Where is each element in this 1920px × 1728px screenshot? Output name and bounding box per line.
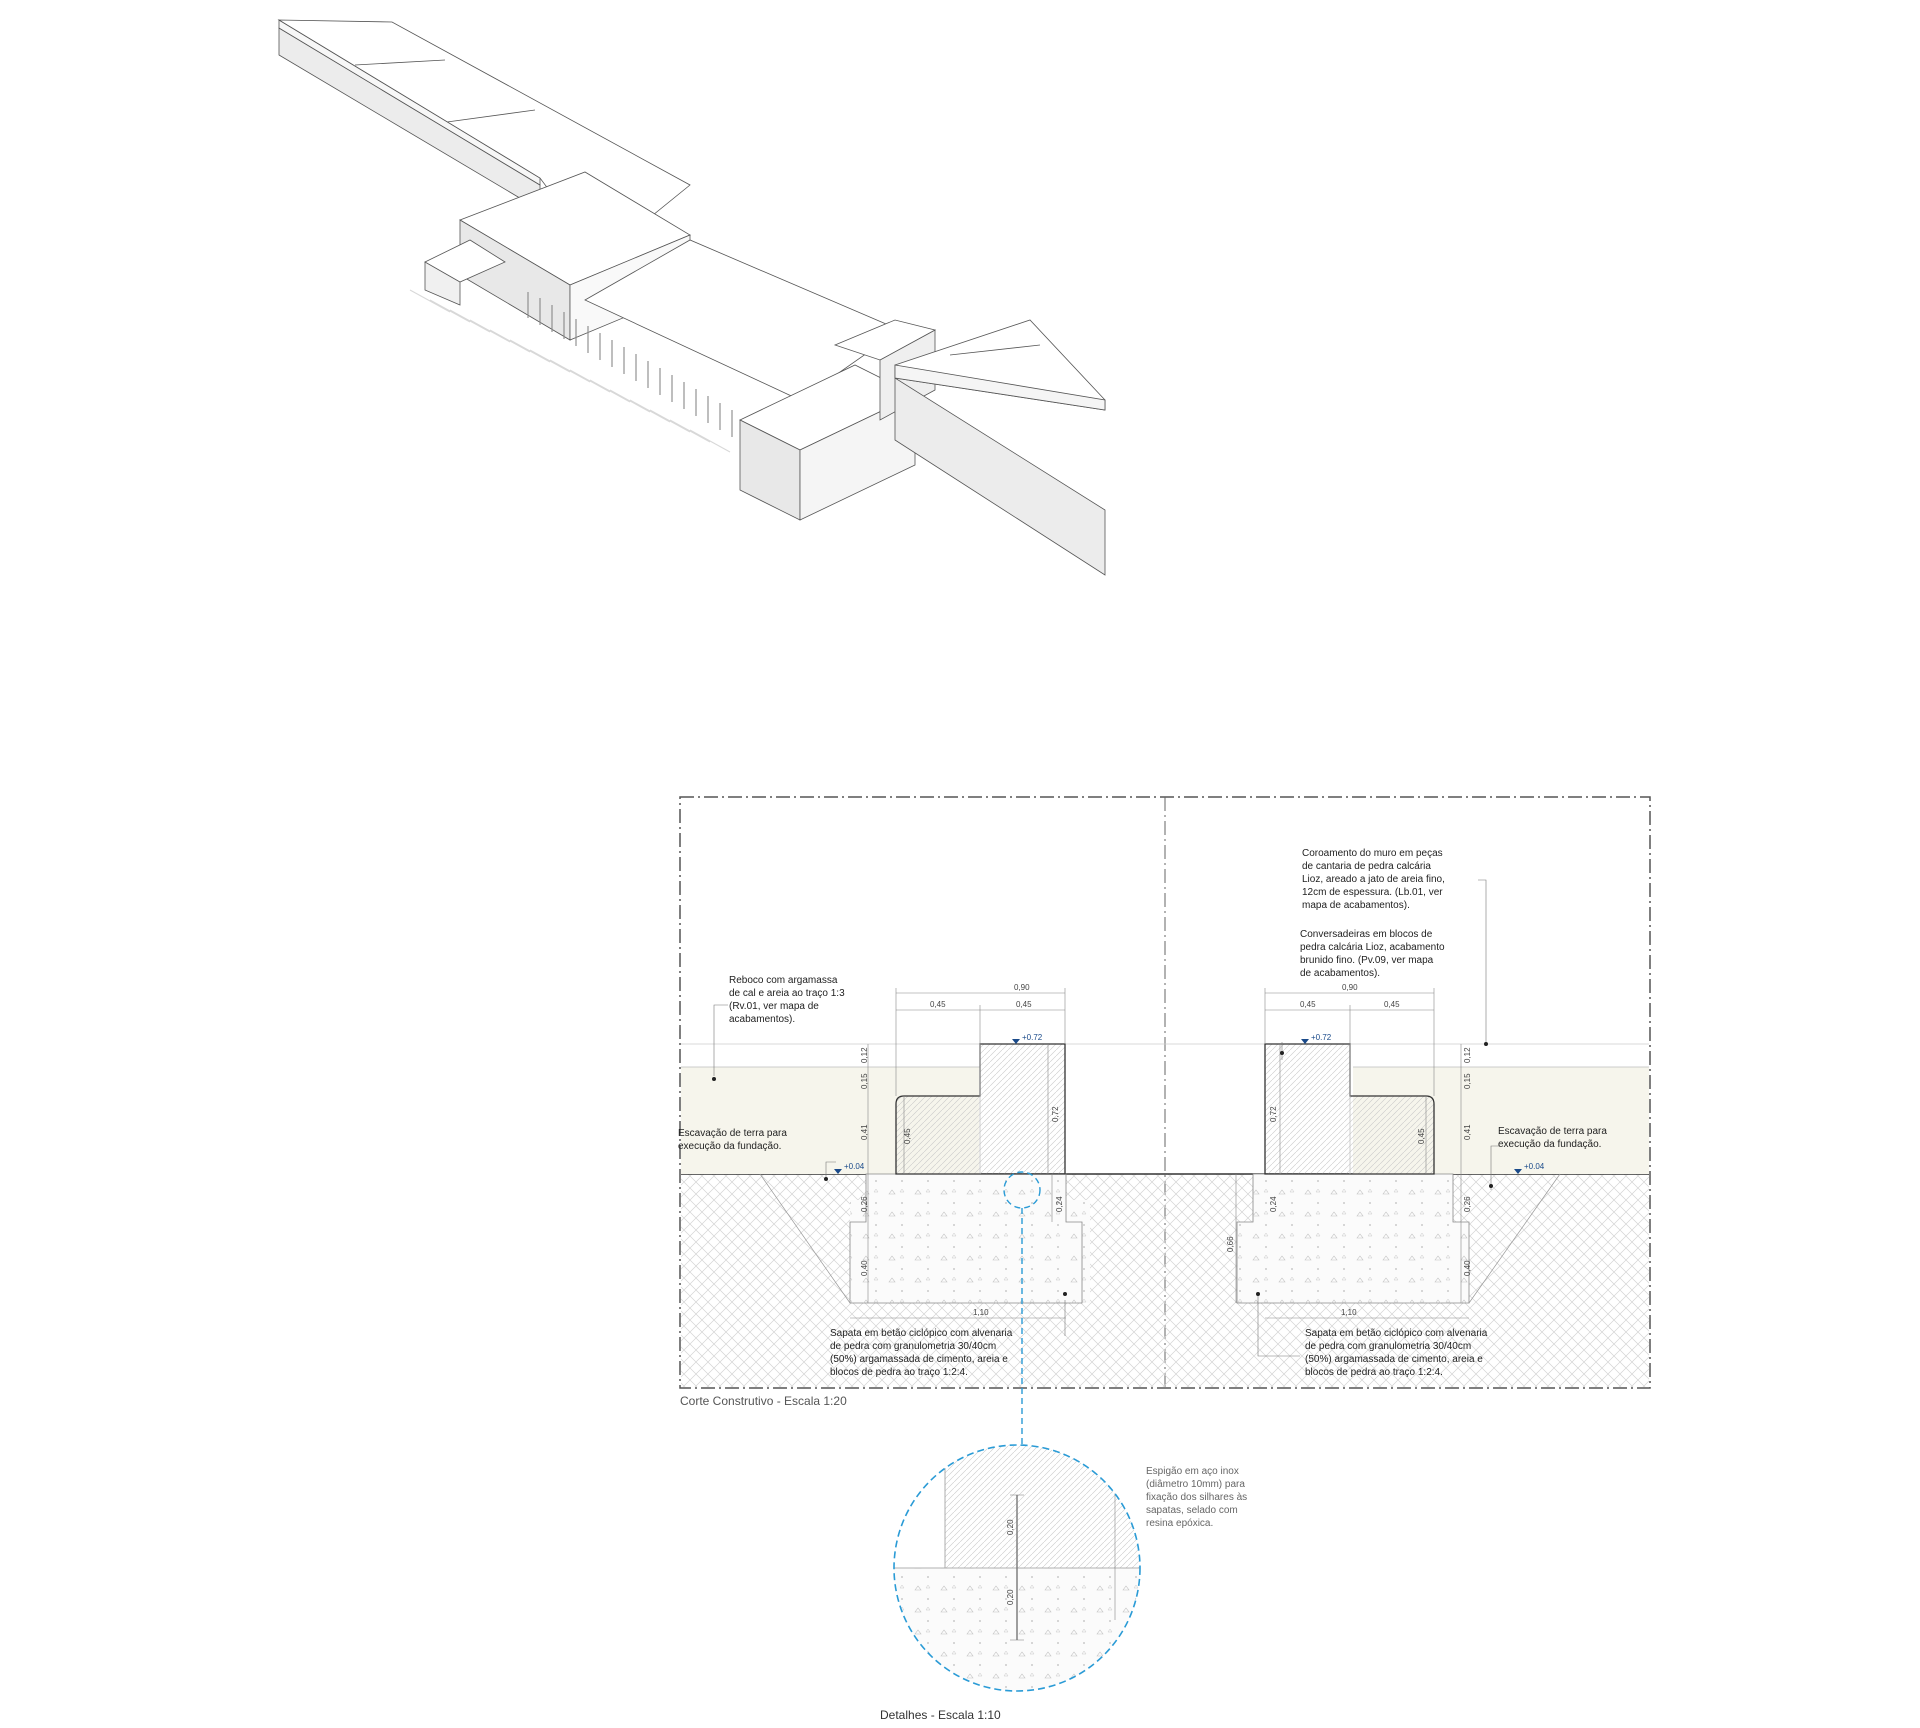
dim-v041-right: 0,41 [1463,1124,1472,1140]
detail-callout [1003,1171,1041,1445]
level-ground-right: +0.04 [1524,1162,1545,1171]
axo-balusters [527,292,733,437]
note-espigao: Espigão em aço inox (diâmetro 10mm) para… [1146,1466,1250,1529]
detail-caption: Detalhes - Escala 1:10 [880,1708,1001,1722]
level-ground-left: +0.04 [844,1162,865,1171]
dim-footing-width-left: 1,10 [973,1308,989,1317]
dim-half-a-right: 0,45 [1300,1000,1316,1009]
dim-v045-right: 0,45 [1417,1128,1426,1144]
dim-v040-right: 0,40 [1463,1260,1472,1276]
dim-overall-width-right: 0,90 [1342,983,1358,992]
note-coroamento: Coroamento do muro em peças de cantaria … [1302,848,1448,911]
dim-half-b-left: 0,45 [1016,1000,1032,1009]
detail-dim-lower: 0,20 [1006,1589,1015,1605]
soil-hatch [681,1173,1649,1387]
dim-v024-left: 0,24 [1055,1196,1064,1212]
dim-v015-right: 0,15 [1463,1073,1472,1089]
dimensions-left [850,988,1066,1319]
dim-v026-right: 0,26 [1463,1196,1472,1212]
dim-v072-right: 0,72 [1269,1106,1278,1122]
axonometric-view [277,19,1106,576]
level-top-left: +0.72 [1022,1033,1043,1042]
leader-dots [712,1042,1493,1296]
detail-dim-upper: 0,20 [1006,1519,1015,1535]
note-sapata-right: Sapata em betão ciclópico com alvenaria … [1305,1328,1490,1378]
dim-v041-left: 0,41 [860,1124,869,1140]
note-escavacao-left: Escavação de terra para execução da fund… [678,1128,790,1152]
dim-v066-right: 0,66 [1226,1236,1235,1252]
note-conversadeiras: Conversadeiras em blocos de pedra calcár… [1300,929,1447,979]
dim-v072-left: 0,72 [1051,1106,1060,1122]
dimensions-right [1235,988,1469,1319]
dim-half-a-left: 0,45 [930,1000,946,1009]
dimension-labels-right: 0,90 0,45 0,45 0,12 0,15 0,41 0,45 0,72 … [1226,983,1472,1317]
detail-view: 0,20 0,20 [893,1444,1141,1692]
dim-v015-left: 0,15 [860,1073,869,1089]
note-sapata-left: Sapata em betão ciclópico com alvenaria … [830,1328,1015,1378]
left-wall-body [895,1043,1066,1175]
note-escavacao-right: Escavação de terra para execução da fund… [1498,1126,1610,1150]
right-wall-section [1236,1043,1470,1304]
left-wall-section [849,1043,1090,1304]
dim-v012-right: 0,12 [1463,1047,1472,1063]
level-markers: +0.72 +0.72 +0.04 +0.04 [834,1033,1545,1174]
excavation-slopes [759,1173,1561,1304]
section-caption: Corte Construtivo - Escala 1:20 [680,1394,847,1408]
leader-lines [713,879,1500,1357]
dim-v040-left: 0,40 [860,1260,869,1276]
axo-baluster-shadows [409,289,731,453]
level-top-right: +0.72 [1311,1033,1332,1042]
dim-half-b-right: 0,45 [1384,1000,1400,1009]
dim-v024-right: 0,24 [1269,1196,1278,1212]
dim-v045-left: 0,45 [903,1128,912,1144]
dim-v012-left: 0,12 [860,1047,869,1063]
note-reboco: Reboco com argamassa de cal e areia ao t… [729,975,847,1025]
right-wall-body [1264,1043,1435,1175]
dim-v026-left: 0,26 [860,1196,869,1212]
dim-footing-width-right: 1,10 [1341,1308,1357,1317]
dim-overall-width-left: 0,90 [1014,983,1030,992]
dimension-labels-left: 0,90 0,45 0,45 0,12 0,15 0,41 0,45 0,72 … [860,983,1064,1317]
